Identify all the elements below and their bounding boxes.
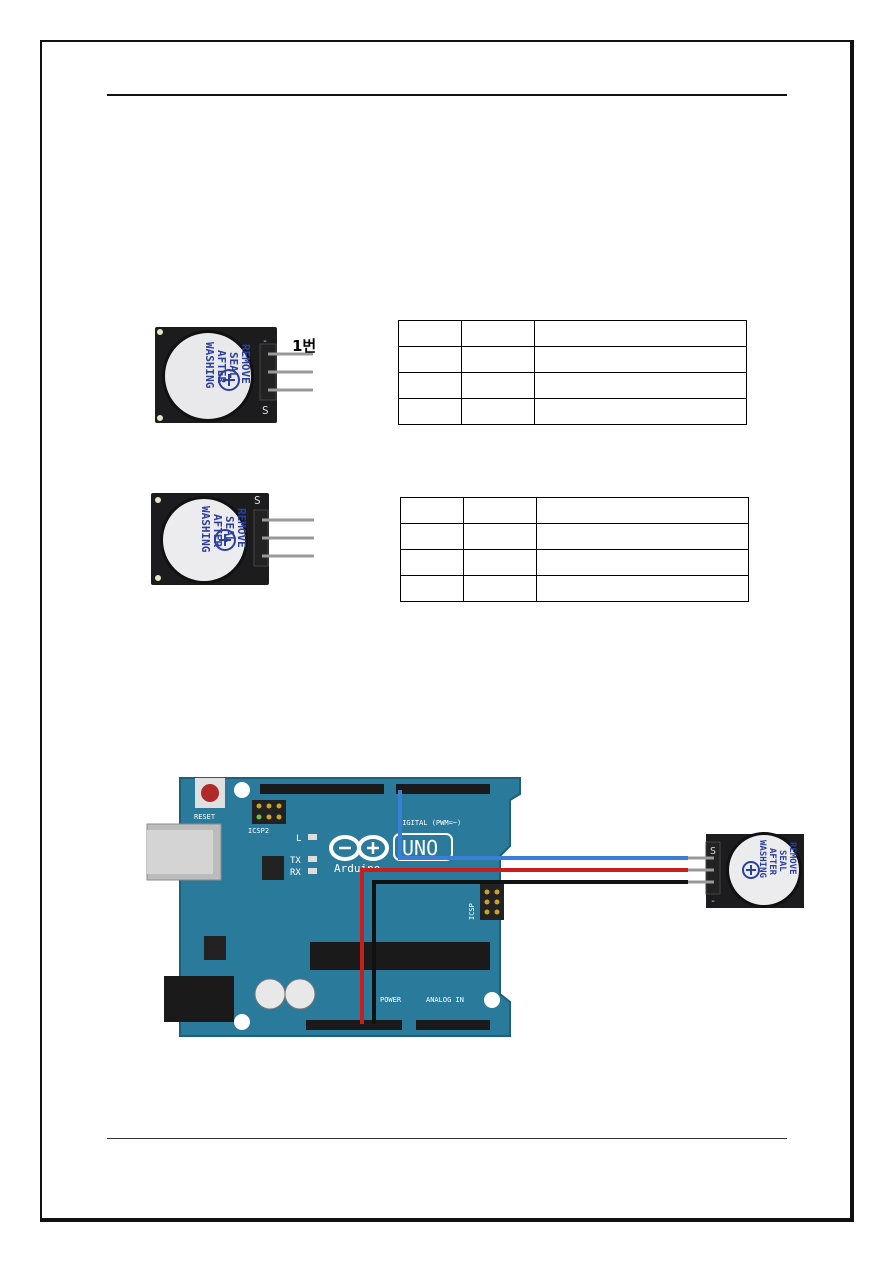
header-top-left xyxy=(260,784,384,794)
digital-label: DIGITAL (PWM=~) xyxy=(398,819,461,827)
pin-table-top xyxy=(398,320,747,425)
seal-text-line-4: WASHING xyxy=(203,342,216,389)
buzzer-module-photo-top: REMOVE SEAL AFTER WASHING - S xyxy=(150,322,315,427)
seal-text-line-3: AFTER xyxy=(215,350,228,383)
table-row xyxy=(398,372,747,399)
pin-table-bottom xyxy=(400,497,749,602)
led-label-tx: TX xyxy=(290,856,301,866)
seal-text-line-4: WASHING xyxy=(199,506,212,553)
header-top-right xyxy=(396,784,490,794)
seal-text-line-1: REMOVE xyxy=(787,842,797,875)
vcc-wire xyxy=(360,868,688,1024)
pin-label-minus: - xyxy=(710,896,716,907)
page-border xyxy=(40,40,854,1222)
header-rule xyxy=(107,94,787,96)
wiring-diagram: RESET ICSP2 L TX RX DIGITAL (PWM=~) xyxy=(140,770,820,1045)
table-row xyxy=(398,398,747,425)
analog-header xyxy=(416,1020,490,1030)
seal-text-line-4: WASHING xyxy=(757,840,767,878)
led-label-rx: RX xyxy=(290,868,301,878)
seal-text-line-2: SEAL xyxy=(227,352,240,379)
power-label: POWER xyxy=(380,996,402,1004)
plus-icon xyxy=(214,529,236,551)
icsp2-label: ICSP2 xyxy=(248,827,269,835)
buzzer-module-photo-bottom: REMOVE SEAL AFTER WASHING S xyxy=(148,490,318,588)
table-row xyxy=(400,575,749,602)
buzzer-module: REMOVE SEAL AFTER WASHING S - xyxy=(688,832,804,908)
gnd-wire xyxy=(372,880,688,1024)
footer-rule xyxy=(107,1138,787,1139)
seal-text-line-2: SEAL xyxy=(777,850,787,872)
led-label-l: L xyxy=(296,834,301,844)
signal-wire xyxy=(398,790,688,860)
plus-icon xyxy=(742,861,760,879)
plus-icon xyxy=(218,369,240,391)
reset-label: RESET xyxy=(194,813,216,821)
pin-one-label: 1번 xyxy=(292,337,317,355)
table-row xyxy=(398,346,747,373)
table-row xyxy=(398,320,747,347)
power-jack xyxy=(164,976,234,1022)
analog-label: ANALOG IN xyxy=(426,996,464,1004)
icsp-label: ICSP xyxy=(468,903,476,920)
pin-label-s: S xyxy=(710,846,716,857)
seal-text-line-1: REMOVE xyxy=(239,344,252,384)
pin-label-minus: - xyxy=(262,336,268,347)
seal-text-line-1: REMOVE xyxy=(235,508,248,548)
power-header xyxy=(306,1020,402,1030)
arduino-logo xyxy=(329,835,389,861)
table-row xyxy=(400,497,749,524)
seal-text-line-2: SEAL xyxy=(223,516,236,543)
pin-label-s: S xyxy=(254,494,261,507)
pin-label-s: S xyxy=(262,404,269,417)
table-row xyxy=(400,523,749,550)
seal-text-line-3: AFTER xyxy=(767,848,777,876)
table-row xyxy=(400,549,749,576)
